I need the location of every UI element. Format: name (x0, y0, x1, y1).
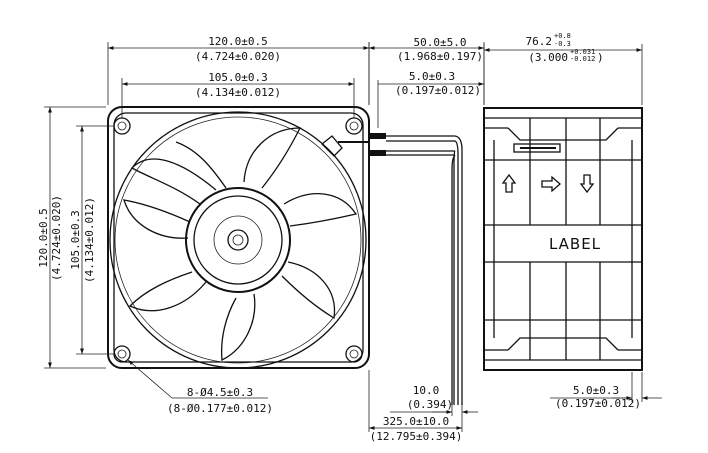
dim-lead-offset-inch: (1.968±0.197) (397, 50, 483, 63)
dim-hole-spacing-height-mm: 105.0±0.3 (69, 210, 82, 270)
dim-overall-height-inch: (4.724±0.020) (50, 195, 63, 281)
dim-depth-inch: (3.000 (528, 51, 568, 64)
fan-venturi (109, 111, 367, 369)
dim-overall-width: 120.0±0.5 (4.724±0.020) (107, 35, 370, 105)
airflow-arrow-right-icon (541, 175, 561, 193)
dim-depth-inch-tol-plus: +0.031 (570, 48, 595, 56)
dim-wire-length: 325.0±10.0 (12.795±0.394) (368, 370, 463, 443)
dim-flange-inch: (0.197±0.012) (555, 397, 641, 410)
dim-mounting-holes: 8-Ø4.5±0.3 (8-Ø0.177±0.012) (127, 359, 273, 415)
side-view: LABEL (483, 107, 643, 371)
side-body (483, 107, 643, 371)
dim-depth-tol-minus: -0.3 (554, 40, 571, 48)
dim-overall-height-mm: 120.0±0.5 (37, 208, 50, 268)
dim-depth: 76.2 +0.8 -0.3 (3.000 +0.031 -0.012 ) (483, 32, 643, 105)
dim-hole-spacing-height-inch: (4.134±0.012) (83, 197, 96, 283)
airflow-arrow-down-icon (579, 174, 595, 194)
dim-overall-width-inch: (4.724±0.020) (195, 50, 281, 63)
fan-hub-outer (185, 187, 291, 293)
dim-depth-tol-plus: +0.8 (554, 32, 571, 40)
dim-wire-tip: 10.0 (0.394) (390, 384, 478, 416)
dim-flange-mm: 5.0±0.3 (573, 384, 619, 397)
mounting-hole-top-left (113, 117, 131, 135)
dim-wire-length-inch: (12.795±0.394) (370, 430, 463, 443)
dim-depth-inch-tol-minus: -0.012 (570, 55, 595, 63)
dim-hole-spacing-height: 105.0±0.3 (4.134±0.012) (69, 125, 114, 355)
fan-hub-center (227, 229, 249, 251)
dim-lead-offset-mm: 50.0±5.0 (414, 36, 467, 49)
dim-hole-spacing-width-mm: 105.0±0.3 (208, 71, 268, 84)
fan-blades (123, 127, 358, 362)
dim-depth-mm: 76.2 (526, 35, 553, 48)
mounting-hole-top-right (345, 117, 363, 135)
dim-hole-spacing-width-inch: (4.134±0.012) (195, 86, 281, 99)
dim-lead-offset: 50.0±5.0 (1.968±0.197) (368, 36, 485, 105)
dim-lead-strip-mm: 5.0±0.3 (409, 70, 455, 83)
dim-wire-tip-inch: (0.394) (407, 398, 453, 411)
lead-wire-exit (321, 135, 370, 157)
dim-hole-spacing-width: 105.0±0.3 (4.134±0.012) (121, 71, 355, 118)
airflow-arrow-up-icon (501, 173, 517, 193)
dim-holes-mm: 8-Ø4.5±0.3 (187, 386, 253, 399)
dim-lead-strip: 5.0±0.3 (0.197±0.012) (377, 70, 484, 128)
lead-wires (370, 133, 463, 405)
mounting-hole-bottom-right (345, 345, 363, 363)
dim-lead-strip-inch: (0.197±0.012) (395, 84, 481, 97)
mounting-hole-bottom-left (113, 345, 131, 363)
front-view (107, 106, 370, 369)
side-label-text: LABEL (549, 235, 601, 253)
dim-holes-inch: (8-Ø0.177±0.012) (167, 402, 273, 415)
dim-overall-width-mm: 120.0±0.5 (208, 35, 268, 48)
dim-wire-tip-mm: 10.0 (413, 384, 440, 397)
dim-depth-inch-close: ) (597, 51, 604, 64)
dim-overall-height: 120.0±0.5 (4.724±0.020) (37, 106, 106, 369)
dim-flange: 5.0±0.3 (0.197±0.012) (550, 372, 662, 410)
dim-wire-length-mm: 325.0±10.0 (383, 415, 449, 428)
fan-frame-inner (113, 112, 364, 363)
